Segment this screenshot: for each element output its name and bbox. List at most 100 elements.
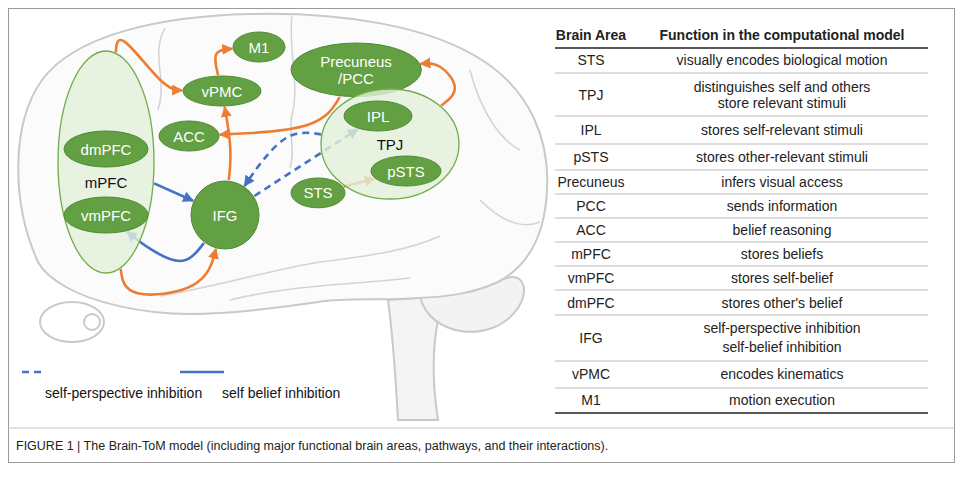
table-header: Function in the computational model xyxy=(660,27,905,43)
area-label: IPL xyxy=(367,108,390,125)
area-fill xyxy=(291,43,421,97)
cell-holder: STS xyxy=(577,51,604,69)
table-cell: self-perspective inhibition xyxy=(703,320,860,336)
cell-holder: encodes kinematics xyxy=(721,365,844,383)
eye-iris xyxy=(84,314,100,330)
area-fill xyxy=(64,197,148,233)
cell-holder: Precuneus xyxy=(558,173,625,191)
parietal-sulcus xyxy=(470,70,520,150)
table-rule xyxy=(555,218,928,219)
cell-holder: TPJ xyxy=(579,86,604,104)
table-cell: stores other's belief xyxy=(722,295,843,311)
area-ellipse: vPMC xyxy=(182,75,262,107)
cell-holder: IFG xyxy=(579,329,602,347)
area-ellipse: dmPFC xyxy=(63,130,149,168)
table-rule xyxy=(555,315,928,316)
cell-holder: infers visual access xyxy=(721,173,842,191)
pathway-arrow xyxy=(215,49,232,75)
figure-caption: FIGURE 1 | The Brain-ToM model (includin… xyxy=(16,439,608,453)
occipital-sulcus xyxy=(480,200,540,225)
area-ellipse: ACC xyxy=(158,120,220,152)
table-cell: STS xyxy=(577,52,604,68)
table-cell: mPFC xyxy=(571,246,611,262)
cell-holder: stores self-belief xyxy=(731,269,833,287)
table-rule xyxy=(555,194,928,195)
table-cell: PCC xyxy=(576,198,606,214)
caption-divider xyxy=(9,428,955,429)
region-ellipse: TPJIPLpSTS xyxy=(320,88,460,200)
cell-holder: ACC xyxy=(576,221,606,239)
table-cell: belief reasoning xyxy=(733,222,832,238)
area-label: vmPFC xyxy=(81,207,131,224)
table-cell: vmPFC xyxy=(568,270,615,286)
area-ellipse: vmPFC xyxy=(63,196,149,234)
cell-holder: vmPFC xyxy=(568,269,615,287)
region-label: mPFC xyxy=(85,174,128,191)
legend-line-sample xyxy=(22,371,46,374)
cell-holder: IPL xyxy=(580,121,601,139)
area-ellipse: pSTS xyxy=(370,155,442,187)
cell-holder: distinguishes self and others xyxy=(694,78,871,96)
table-rule xyxy=(555,361,928,362)
figure-frame xyxy=(9,9,955,463)
table-cell: pSTS xyxy=(573,149,608,165)
area-ellipse: IPL xyxy=(343,100,413,132)
table-rule xyxy=(555,73,928,74)
cell-holder: vPMC xyxy=(572,365,610,383)
area-fill xyxy=(344,101,412,131)
cell-holder: stores self-relevant stimuli xyxy=(701,121,863,139)
table-cell: store relevant stimuli xyxy=(718,95,846,111)
area-fill xyxy=(183,76,261,106)
table-rule xyxy=(555,47,928,48)
cell-holder: pSTS xyxy=(573,148,608,166)
table-cell: dmPFC xyxy=(567,295,614,311)
cell-holder: M1 xyxy=(581,391,600,409)
table-cell: self-belief inhibition xyxy=(722,339,841,355)
table-cell: infers visual access xyxy=(721,174,842,190)
table-cell: stores other-relevant stimuli xyxy=(696,149,868,165)
area-fill xyxy=(291,178,345,208)
table-cell: distinguishes self and others xyxy=(694,79,871,95)
cell-holder: sends information xyxy=(727,197,838,215)
table-rules xyxy=(555,48,928,413)
area-label: STS xyxy=(303,184,332,201)
area-label: M1 xyxy=(249,39,270,56)
table-rule xyxy=(555,170,928,171)
cell-holder: motion execution xyxy=(729,391,835,409)
area-circle: IFG xyxy=(190,180,260,250)
cell-holder: PCC xyxy=(576,197,606,215)
table-cell: IFG xyxy=(579,330,602,346)
cell-holder: visually encodes biological motion xyxy=(677,51,888,69)
area-ellipse: M1 xyxy=(232,31,286,63)
table-rule xyxy=(555,242,928,243)
table-cell: sends information xyxy=(727,198,838,214)
area-ellipse: STS xyxy=(290,177,346,209)
table-cell: M1 xyxy=(581,392,600,408)
temporal-sulcus xyxy=(230,278,410,300)
area-label: IFG xyxy=(213,207,238,224)
table-header: Brain Area xyxy=(556,27,626,43)
eye-outline xyxy=(40,302,104,342)
area-label: ACC xyxy=(173,128,205,145)
legend-label: self belief inhibition xyxy=(222,385,340,401)
pathway-arrow xyxy=(154,183,193,200)
pathway-arrow xyxy=(225,107,231,180)
table-rule xyxy=(555,412,928,413)
area-fill xyxy=(191,181,259,249)
cell-holder: mPFC xyxy=(571,245,611,263)
table-cell: stores self-belief xyxy=(731,270,833,286)
central-sulcus xyxy=(290,16,295,168)
table-rule xyxy=(555,388,928,389)
legend-line-sample xyxy=(180,371,224,374)
table-rule xyxy=(555,116,928,117)
cell-holder: self-belief inhibition xyxy=(722,338,841,356)
area-fill xyxy=(371,156,441,186)
table-cell: visually encodes biological motion xyxy=(677,52,888,68)
region-ellipse: mPFC dmPFC vmPFC xyxy=(57,50,155,274)
table-rule xyxy=(555,144,928,145)
brain-outline xyxy=(18,14,547,314)
area-fill xyxy=(233,32,285,62)
table-cell: TPJ xyxy=(579,87,604,103)
cell-holder: stores beliefs xyxy=(741,245,823,263)
